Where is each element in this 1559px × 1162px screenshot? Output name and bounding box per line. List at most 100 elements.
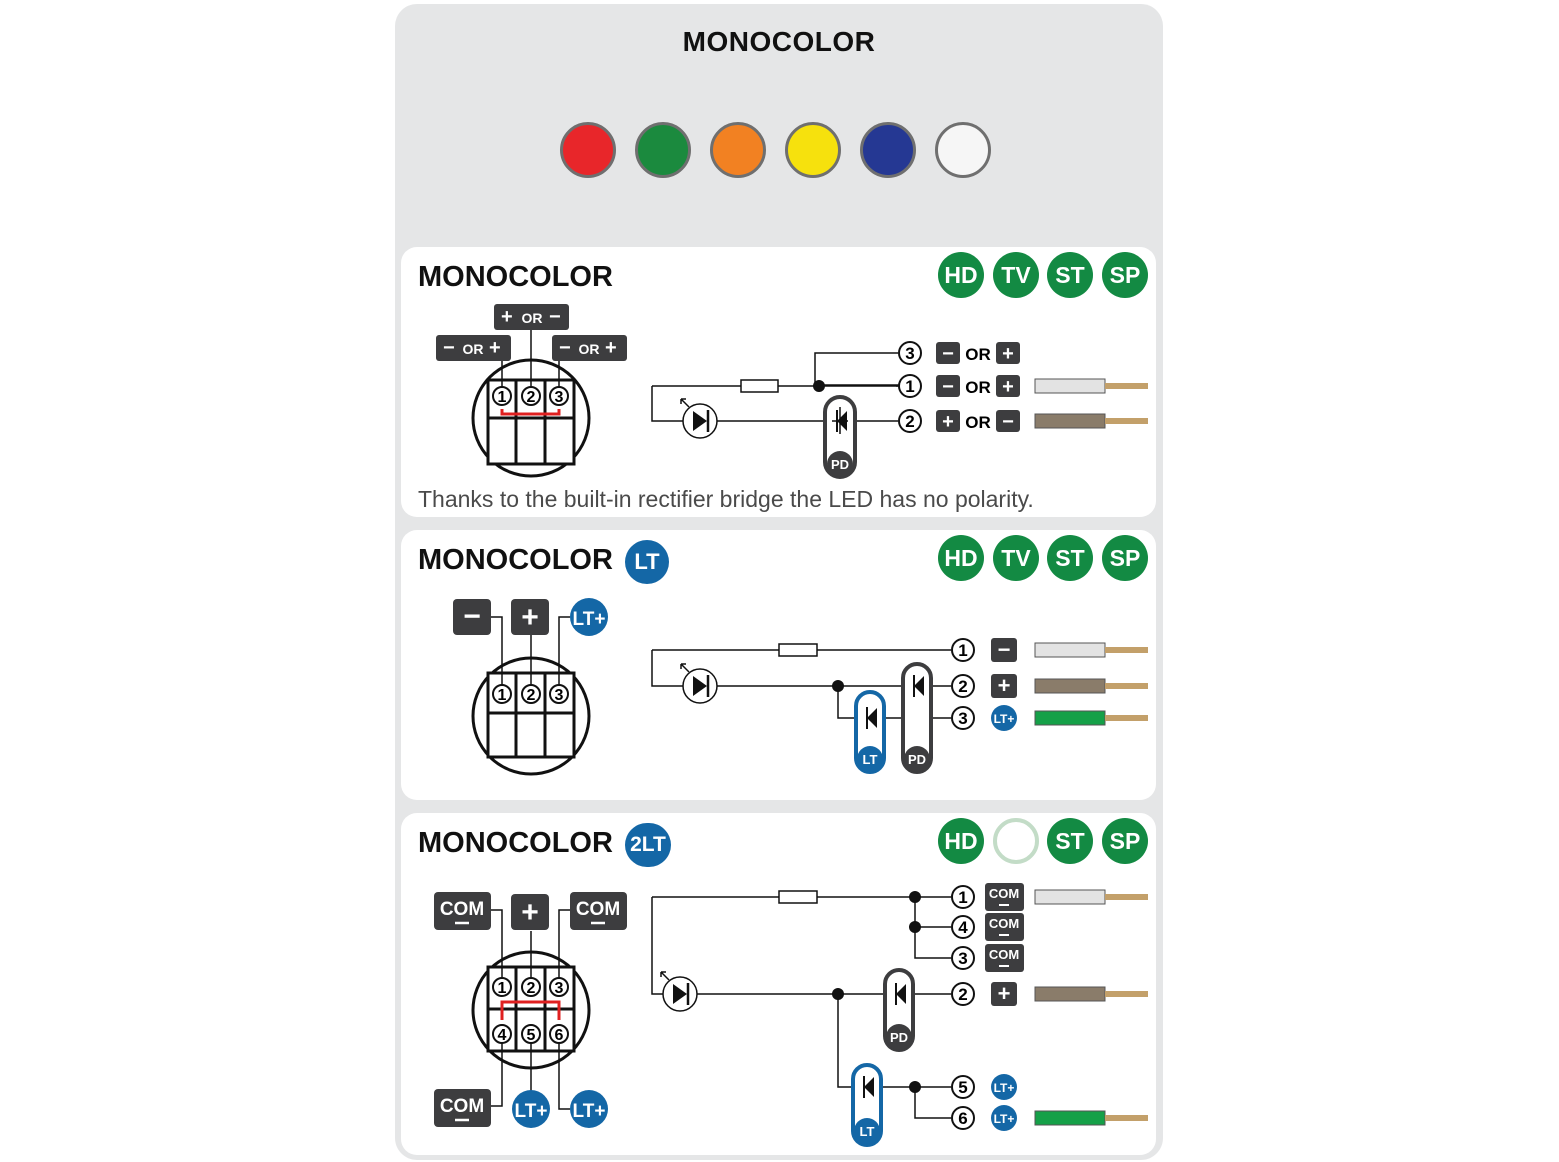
svg-text:3: 3	[958, 709, 967, 728]
junction-node	[813, 380, 825, 392]
resistor	[778, 890, 818, 904]
svg-text:−: −	[1002, 411, 1014, 433]
wiring-diagram-3: 1 2 3 4 5 6 COM	[434, 883, 1148, 1147]
svg-text:2: 2	[527, 687, 536, 704]
svg-text:5: 5	[527, 1027, 536, 1044]
polarity-com-3: COM	[985, 944, 1024, 972]
label-minus-key: −	[453, 599, 491, 635]
svg-text:4: 4	[498, 1027, 507, 1044]
svg-text:COM: COM	[989, 916, 1019, 931]
lt-component: LT	[854, 690, 886, 774]
2lt-badge: 2LT	[625, 823, 671, 867]
resistor	[740, 379, 779, 393]
svg-text:2: 2	[958, 985, 967, 1004]
svg-text:COM: COM	[989, 886, 1019, 901]
svg-text:OR: OR	[965, 345, 991, 364]
label-com-bottom-left: COM	[434, 1089, 491, 1127]
cert-sp-badge: SP	[1102, 818, 1148, 864]
cert-st-badge: ST	[1047, 535, 1093, 581]
cert-sp-badge: SP	[1102, 535, 1148, 581]
svg-text:+: +	[521, 601, 539, 634]
svg-text:1: 1	[498, 980, 507, 997]
polarity-lt-6: LT+	[991, 1105, 1017, 1131]
swatch-red	[560, 122, 616, 178]
svg-text:3: 3	[555, 687, 564, 704]
label-lt-plus: LT+	[570, 598, 608, 636]
svg-text:1: 1	[498, 687, 507, 704]
svg-text:1: 1	[905, 377, 914, 396]
svg-text:COM: COM	[440, 1096, 484, 1117]
svg-text:4: 4	[958, 918, 968, 937]
rectifier-note: Thanks to the built-in rectifier bridge …	[418, 486, 1034, 512]
svg-text:OR: OR	[965, 413, 991, 432]
panel-monocolor-2lt: MONOCOLOR 2LT HD ST SP 1 2 3 4	[401, 813, 1156, 1155]
swatch-green	[635, 122, 691, 178]
pd-component: PD	[901, 662, 933, 774]
junction-node	[832, 988, 844, 1000]
lt-component: LT	[851, 1063, 883, 1147]
pin-1: 1	[498, 389, 507, 406]
junction-node	[832, 680, 844, 692]
wire-green	[1034, 710, 1148, 726]
svg-text:COM: COM	[440, 899, 484, 920]
wiring-diagram-2: 1 2 3 − + LT+	[453, 598, 1148, 776]
cert-hd-badge: HD	[938, 535, 984, 581]
pin-numbers: 1 2 3	[492, 386, 569, 406]
wire-brown	[1034, 678, 1148, 694]
wire-white	[1034, 889, 1148, 905]
lt-badge: LT	[625, 540, 669, 584]
svg-text:OR: OR	[463, 341, 484, 357]
monocolor-card: MONOCOLOR MONOCOLOR HD TV ST SP 1	[395, 4, 1163, 1160]
label-com-top-left: COM	[434, 892, 491, 930]
polarity-plus: +	[991, 673, 1017, 698]
svg-text:3: 3	[905, 344, 914, 363]
pd-component: PD	[883, 968, 915, 1052]
wiring-diagram-1: 1 2 3 − OR + + OR −	[436, 304, 1148, 479]
polarity-row-3: − OR +	[936, 342, 1020, 365]
polarity-lt-5: LT+	[991, 1074, 1017, 1100]
svg-text:COM: COM	[576, 899, 620, 920]
svg-text:+: +	[489, 337, 501, 359]
panel-monocolor-lt: MONOCOLOR LT HD TV ST SP 1 2 3	[401, 530, 1156, 800]
pin-numbers: 1 2 3	[492, 684, 569, 704]
svg-text:OR: OR	[522, 310, 543, 326]
svg-text:+: +	[998, 981, 1011, 1006]
cert-sp-badge: SP	[1102, 252, 1148, 298]
svg-text:LT+: LT+	[573, 609, 606, 630]
polarity-com-4: COM	[985, 913, 1024, 941]
wire-brown	[1034, 413, 1148, 429]
svg-text:LT: LT	[863, 752, 878, 767]
resistor	[778, 643, 818, 657]
circuit-wires	[651, 352, 907, 422]
polarity-com-1: COM	[985, 883, 1024, 911]
swatch-orange	[710, 122, 766, 178]
panel-title: MONOCOLOR	[418, 827, 613, 859]
svg-text:LT+: LT+	[994, 712, 1015, 726]
svg-text:−: −	[942, 376, 954, 398]
pin-3: 3	[555, 389, 564, 406]
svg-text:OR: OR	[965, 378, 991, 397]
junction-node	[909, 1081, 921, 1093]
cert-tv-badge: TV	[993, 535, 1039, 581]
polarity-row-1: − OR +	[936, 375, 1020, 398]
label-plus-key: +	[511, 894, 549, 930]
label-lt-plus-bottom-right: LT+	[570, 1090, 608, 1128]
wire-brown	[1034, 986, 1148, 1002]
polarity-row-2: + OR −	[936, 410, 1020, 433]
svg-text:6: 6	[958, 1109, 967, 1128]
svg-text:LT+: LT+	[515, 1101, 548, 1122]
terminal-numbers: 1 2 3	[951, 638, 975, 730]
pin-numbers: 1 2 3 4 5 6	[492, 977, 569, 1044]
label-minus-or-plus-right: − OR +	[552, 335, 627, 361]
svg-text:−: −	[463, 600, 481, 633]
svg-text:3: 3	[958, 949, 967, 968]
svg-text:2: 2	[905, 412, 914, 431]
pin-2: 2	[527, 389, 536, 406]
svg-text:2: 2	[527, 980, 536, 997]
label-plus-key: +	[511, 599, 549, 635]
led-symbol	[660, 971, 698, 1012]
junction-node	[909, 891, 921, 903]
label-lt-plus-bottom-center: LT+	[512, 1090, 550, 1128]
cert-tv-badge: TV	[993, 252, 1039, 298]
svg-text:−: −	[559, 337, 571, 359]
